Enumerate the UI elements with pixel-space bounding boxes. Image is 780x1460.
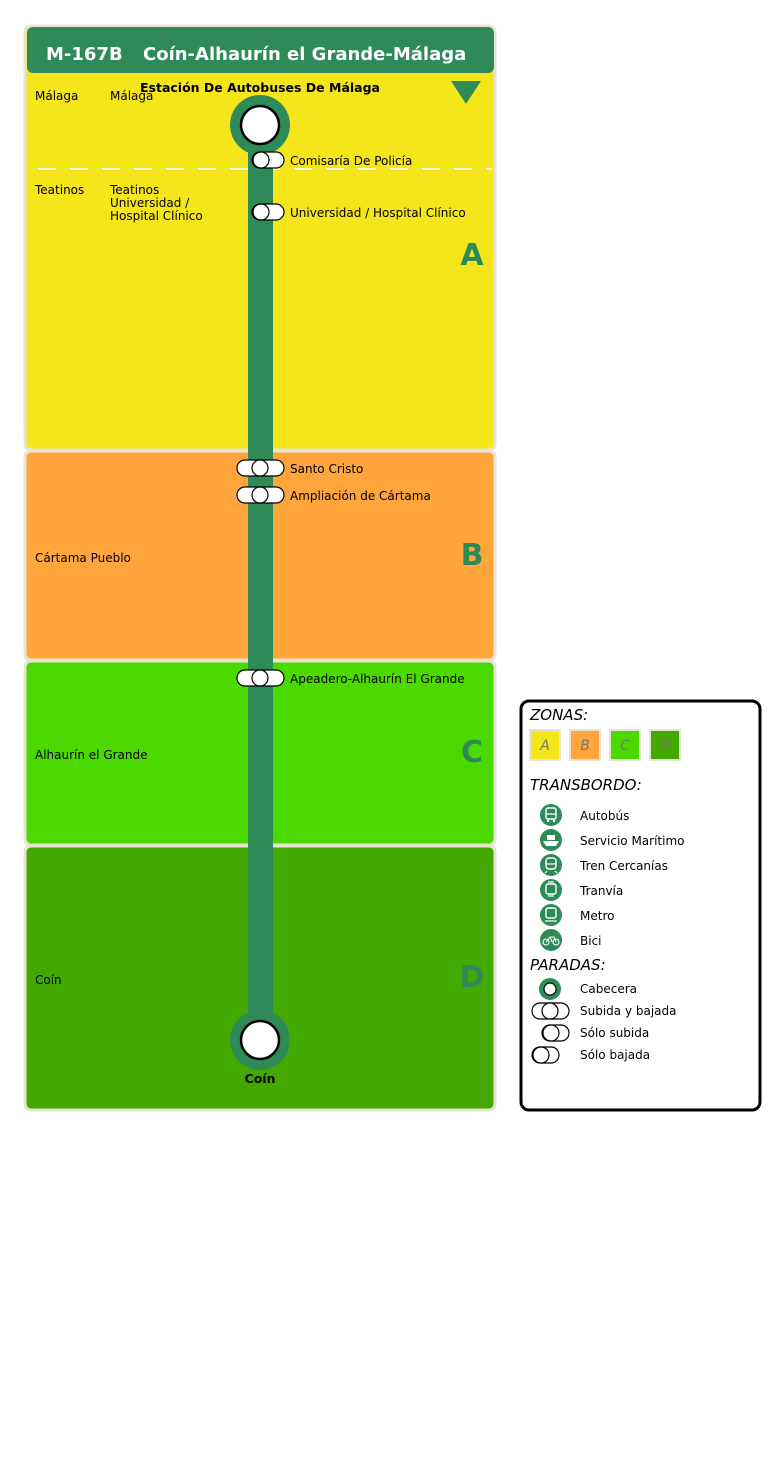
transfer-label: Autobús [580,809,629,823]
legend-solo-bajada-marker [531,1046,560,1064]
transfer-label: Tranvía [579,884,623,898]
zone-letter: C [461,735,483,770]
transfer-label: Servicio Marítimo [580,834,685,848]
zone-letter: A [460,238,484,273]
legend-stops-title: PARADAS: [530,956,606,974]
locality-label: Málaga [110,89,153,103]
municipality-label: Cártama Pueblo [35,551,131,565]
legend-cabecera-marker [539,978,561,1000]
stop-name: Comisaría De Policía [290,154,412,168]
svg-text:D: D [660,738,671,754]
stop-marker-subida-y-bajada [236,459,285,477]
route-name: Coín-Alhaurín el Grande-Málaga [143,44,466,65]
svg-text:A: A [539,738,550,754]
svg-text:C: C [620,738,630,754]
legend-box [519,699,762,1112]
bike-icon [540,929,562,951]
legend-subida-y-bajada-marker [531,1002,570,1020]
terminal-stop-name: Coín [245,1071,276,1086]
stop-marker-subida-y-bajada [236,486,285,504]
terminal-stop-name: Estación De Autobuses De Málaga [140,80,380,95]
locality-label: Universidad / [110,196,190,210]
stop-name: Santo Cristo [290,462,363,476]
route-header [27,27,494,73]
legend-zone-d: D [649,729,681,761]
stop-name: Ampliación de Cártama [290,489,431,503]
terminal-stop-marker [239,1019,281,1061]
train-icon [540,854,562,876]
stop-marker-subida-y-bajada [236,669,285,687]
locality-label: Hospital Clínico [110,209,203,223]
line-code: M-167B [46,44,123,65]
zone-letter: D [460,960,485,995]
legend-zones-title: ZONAS: [529,706,588,724]
tram-icon [540,879,562,901]
locality-label: Teatinos [109,183,159,197]
legend-transfer-title: TRANSBORDO: [530,776,642,794]
municipality-label: Coín [35,973,62,987]
transfer-label: Bici [580,934,602,948]
municipality-label: Alhaurín el Grande [35,748,148,762]
metro-icon [540,904,562,926]
svg-text:B: B [580,738,590,754]
stop-name: Universidad / Hospital Clínico [290,206,466,220]
legend-zone-a: A [529,729,561,761]
stop-type-label: Cabecera [580,982,637,996]
ferry-icon [540,829,562,851]
legend-zone-c: C [609,729,641,761]
stop-type-label: Subida y bajada [580,1004,677,1018]
stop-type-label: Sólo subida [580,1026,649,1040]
stop-marker-solo-bajada [251,151,285,169]
municipality-label: Málaga [35,89,78,103]
legend-solo-subida-marker [541,1024,570,1042]
terminal-stop-marker [239,104,281,146]
route-line [248,120,273,1040]
direction-arrow-icon [451,81,481,104]
legend-zone-b: B [569,729,601,761]
stop-type-label: Sólo bajada [580,1048,650,1062]
bus-icon [540,804,562,826]
transfer-label: Metro [580,909,614,923]
municipality-label: Teatinos [34,183,84,197]
transfer-label: Tren Cercanías [579,859,668,873]
stop-marker-solo-bajada [251,203,285,221]
stop-name: Apeadero-Alhaurín El Grande [290,672,465,686]
zone-letter: B [461,538,484,573]
